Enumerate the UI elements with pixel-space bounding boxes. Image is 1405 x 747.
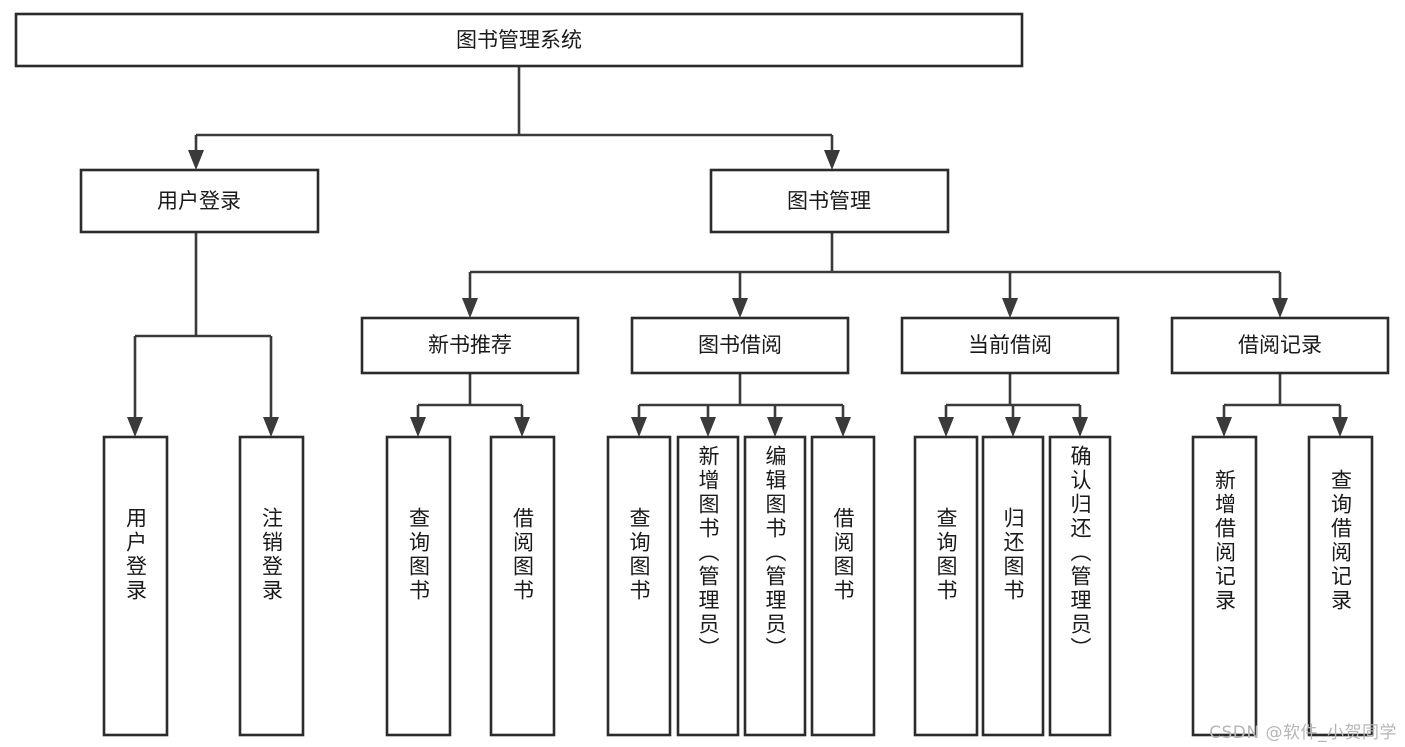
arrow-nbr-borrow-book (514, 417, 530, 437)
arrow-bb-edit-book (767, 417, 783, 437)
arrow-cb-query-book (938, 417, 954, 437)
arrow-new-book-recommend (462, 298, 478, 318)
arrow-book-borrow (732, 298, 748, 318)
arrow-cb-confirm-return (1072, 417, 1088, 437)
arrow-bb-query-book (631, 417, 647, 437)
node-box-leaf-cb-return-book[interactable] (981, 435, 1045, 737)
arrow-borrow-record (1272, 298, 1288, 318)
node-label-user-login: 用户登录 (157, 189, 241, 213)
node-box-leaf-bb-edit-book[interactable] (743, 435, 807, 737)
node-box-root[interactable] (14, 12, 1024, 68)
arrow-current-borrow (1002, 298, 1018, 318)
node-box-leaf-bb-add-book[interactable] (676, 435, 740, 737)
arrow-leaf-logout (263, 417, 279, 437)
node-label-borrow-record: 借阅记录 (1238, 333, 1322, 357)
node-box-book-manage[interactable] (709, 168, 950, 234)
connectors-book-borrow-children (631, 373, 851, 437)
connectors-borrow-record-children (1216, 373, 1348, 437)
connectors-current-borrow-children (938, 373, 1088, 437)
arrow-bb-add-book (700, 417, 716, 437)
connectors-new-book-recommend-children (410, 373, 530, 437)
arrow-leaf-user-login (127, 417, 143, 437)
node-box-leaf-bb-query-book[interactable] (606, 435, 672, 737)
node-box-new-book-recommend[interactable] (360, 316, 580, 375)
arrow-br-add-record (1216, 417, 1232, 437)
arrow-book-manage (824, 150, 840, 170)
node-box-leaf-cb-query-book[interactable] (913, 435, 979, 737)
node-box-leaf-br-query-record[interactable] (1307, 435, 1374, 737)
arrow-nbr-query-book (410, 417, 426, 437)
node-label-root: 图书管理系统 (456, 28, 582, 52)
arrow-user-login (188, 150, 204, 170)
node-box-leaf-nbr-borrow-book[interactable] (489, 435, 556, 737)
connectors-user-login-children (127, 232, 279, 437)
connectors-root-to-level2 (188, 66, 840, 170)
node-box-leaf-bb-borrow-book[interactable] (810, 435, 876, 737)
arrow-cb-return-book (1005, 417, 1021, 437)
node-box-leaf-cb-confirm-return[interactable] (1048, 435, 1112, 737)
arrow-br-query-record (1332, 417, 1348, 437)
node-label-new-book-recommend: 新书推荐 (428, 333, 512, 357)
node-box-leaf-logout[interactable] (238, 435, 305, 737)
node-box-borrow-record[interactable] (1170, 316, 1390, 375)
node-box-current-borrow[interactable] (900, 316, 1120, 375)
connectors-book-manage-children (462, 232, 1288, 318)
watermark-csdn: CSDN @软件_小贺同学 (1209, 723, 1397, 743)
node-box-leaf-br-add-record[interactable] (1191, 435, 1258, 737)
node-box-user-login[interactable] (79, 168, 320, 234)
node-label-book-manage: 图书管理 (787, 189, 871, 213)
node-label-book-borrow: 图书借阅 (698, 333, 782, 357)
node-box-leaf-user-login[interactable] (102, 435, 169, 737)
node-label-current-borrow: 当前借阅 (968, 333, 1052, 357)
node-box-book-borrow[interactable] (630, 316, 850, 375)
arrow-bb-borrow-book (835, 417, 851, 437)
node-box-leaf-nbr-query-book[interactable] (385, 435, 452, 737)
